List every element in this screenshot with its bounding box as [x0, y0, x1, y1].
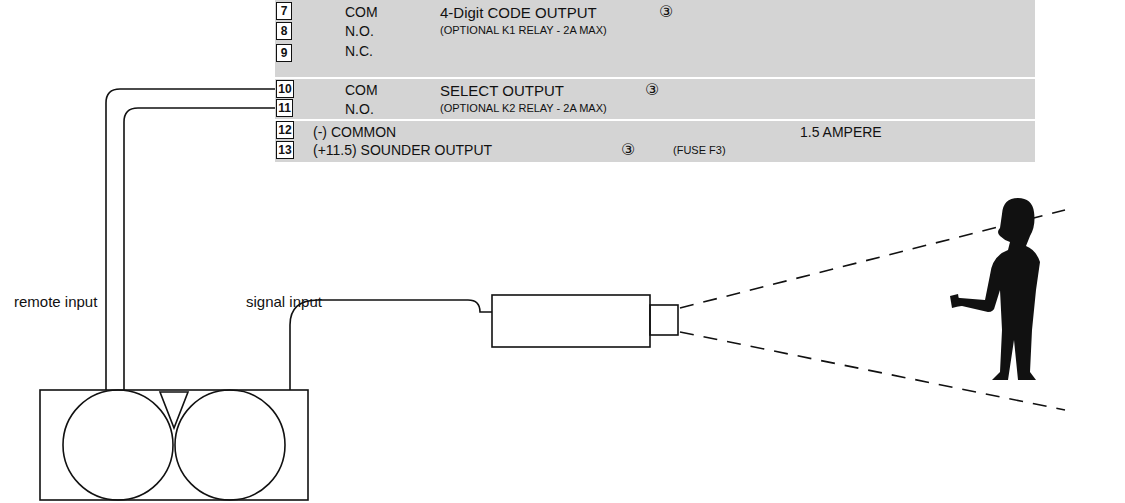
terminal-label: SELECT OUTPUT — [440, 83, 564, 98]
terminal-number: 12 — [276, 121, 294, 139]
tape-head — [160, 392, 188, 428]
terminal-number: 13 — [276, 141, 294, 159]
terminal-label: N.O. — [345, 24, 374, 38]
terminal-number-text: 8 — [281, 25, 288, 37]
terminal-number: 9 — [276, 44, 292, 62]
terminal-label: (+11.5) SOUNDER OUTPUT — [313, 143, 492, 157]
wire-label: remote input — [14, 294, 97, 309]
terminal-label: COM — [345, 83, 378, 97]
terminal-number-text: 13 — [278, 144, 291, 156]
terminal-number-text: 7 — [281, 5, 288, 17]
terminal-number: 7 — [276, 2, 292, 20]
terminal-label: (-) COMMON — [313, 125, 396, 139]
camera-lens — [650, 305, 678, 335]
terminal-label: N.C. — [345, 44, 373, 58]
terminal-label: (OPTIONAL K1 RELAY - 2A MAX) — [440, 25, 607, 36]
camera-body — [492, 295, 650, 347]
terminal-label: (OPTIONAL K2 RELAY - 2A MAX) — [440, 103, 607, 114]
remote-wire — [106, 89, 275, 390]
callout-number: ③ — [645, 82, 659, 98]
tape-recorder — [40, 390, 308, 500]
callout-number: ③ — [621, 142, 635, 158]
terminal-number: 10 — [276, 80, 294, 98]
terminal-label: 1.5 AMPERE — [800, 125, 882, 139]
callout-number: ③ — [659, 4, 673, 20]
signal-wire — [290, 300, 492, 390]
pistol — [950, 294, 960, 308]
wire-label: signal input — [246, 294, 322, 309]
tape-reel — [63, 390, 173, 500]
remote-wire — [124, 108, 275, 390]
tape-reel — [175, 390, 285, 500]
terminal-number: 8 — [276, 22, 292, 40]
terminal-band: (-) COMMON 1.5 AMPERE (+11.5) SOUNDER OUTP… — [275, 121, 1035, 162]
terminal-label: (FUSE F3) — [673, 145, 726, 156]
terminal-number: 11 — [276, 99, 293, 117]
terminal-number-text: 11 — [278, 102, 291, 114]
terminal-band: COM N.O. SELECT OUTPUT ③ (OPTIONAL K2 RELAY … — [275, 79, 1035, 119]
terminal-label: 4-Digit CODE OUTPUT — [440, 5, 597, 20]
terminal-label: COM — [345, 5, 378, 19]
terminal-number-text: 12 — [278, 124, 291, 136]
terminal-number-text: 9 — [281, 47, 288, 59]
burglar-figure — [952, 198, 1040, 380]
terminal-band: COM N.O. N.C. 4-Digit CODE OUTPUT ③ (OPTIONAL… — [275, 0, 1035, 77]
terminal-number-text: 10 — [278, 83, 291, 95]
terminal-label: N.O. — [345, 102, 374, 116]
